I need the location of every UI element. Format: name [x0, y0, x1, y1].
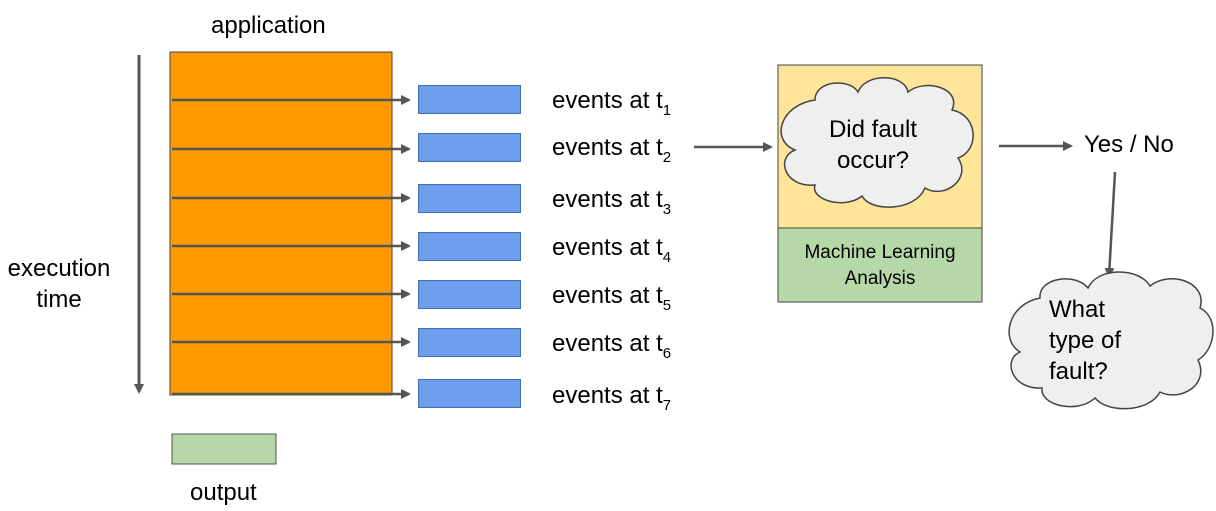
execution-time-label-line2: time — [36, 286, 82, 313]
event-box-7 — [418, 379, 521, 408]
output-legend-box — [171, 433, 277, 465]
execution-time-label-line1: execution — [7, 255, 111, 282]
event-label-5: events at t5 — [552, 282, 672, 314]
event-label-6: events at t6 — [552, 330, 672, 362]
followup-text: What type of fault? — [1049, 294, 1121, 387]
event-arrows — [172, 95, 411, 399]
event-box-6 — [418, 328, 521, 357]
event-label-3: events at t3 — [552, 186, 672, 218]
event-box-5 — [418, 280, 521, 309]
question-line-2: occur? — [836, 147, 910, 174]
application-block — [169, 51, 393, 396]
event-box-1 — [418, 85, 521, 114]
output-label: output — [190, 479, 257, 506]
followup-line-1: What — [1049, 296, 1106, 323]
event-label-4: events at t4 — [552, 234, 672, 266]
ml-line-2: Analysis — [844, 268, 916, 289]
event-box-2 — [418, 133, 521, 162]
event-label-1: events at t1 — [552, 87, 672, 119]
event-box-4 — [418, 232, 521, 261]
application-label: application — [211, 12, 326, 39]
followup-cloud — [1008, 271, 1214, 410]
answer-label: Yes / No — [1084, 131, 1174, 158]
ml-panel-bottom — [777, 227, 983, 303]
event-label-7: events at t7 — [552, 382, 672, 414]
event-box-3 — [418, 184, 521, 213]
question-line-1: Did fault — [828, 116, 918, 143]
event-label-2: events at t2 — [552, 134, 672, 166]
ml-line-1: Machine Learning — [804, 242, 956, 263]
followup-line-3: fault? — [1049, 358, 1108, 385]
followup-line-2: type of — [1049, 327, 1122, 354]
question-cloud — [780, 77, 974, 208]
arrow-to-followup — [1104, 171, 1117, 278]
question-text: Did fault occur? — [800, 114, 946, 176]
ml-analysis-label: Machine Learning Analysis — [778, 240, 982, 292]
